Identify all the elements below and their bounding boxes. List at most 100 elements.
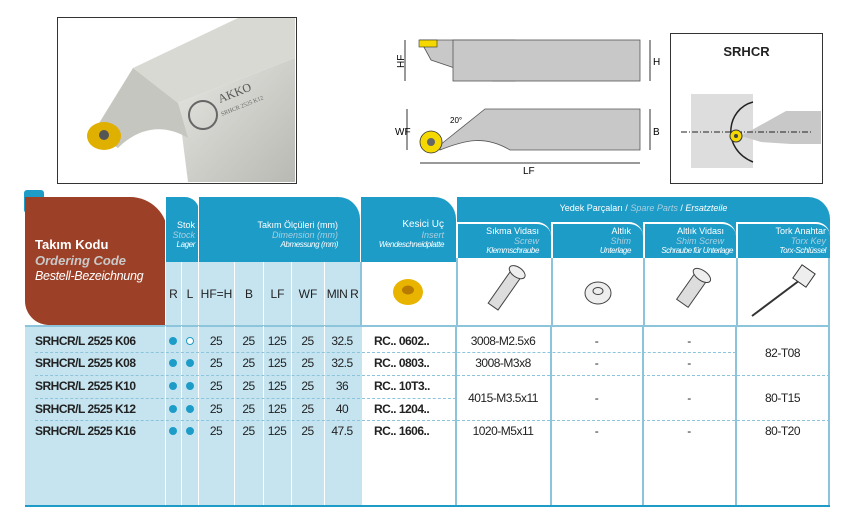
spare-tr: Yedek Parçaları (559, 203, 623, 213)
shim-screw-cell: - (687, 424, 691, 438)
in-stock-icon (169, 427, 177, 435)
shim-en: Shim (610, 236, 631, 246)
screw-de: Klemmschraube (486, 246, 539, 255)
wf-value: 25 (301, 402, 314, 416)
shim-screw-cell: - (687, 390, 691, 405)
col-r: R (165, 262, 181, 325)
ordering-code: SRHCR/L 2525 K10 (35, 379, 136, 393)
ordering-code: SRHCR/L 2525 K16 (35, 424, 136, 438)
b-value: 25 (242, 334, 255, 348)
b-label: B (653, 127, 660, 138)
shim-screw-de: Schraube für Unterlage (661, 246, 733, 255)
insert-image (360, 262, 456, 326)
screw-cell: 4015-M3.5x11 (468, 390, 538, 405)
dimension-tr: Takım Ölçüleri (mm) (257, 220, 339, 230)
insert-value: RC.. 1606.. (374, 424, 430, 438)
insert-value: RC.. 10T3.. (374, 379, 430, 393)
spare-de: Ersatzteile (685, 203, 728, 213)
dimension-header: Takım Ölçüleri (mm) Dimension (mm) Abmes… (198, 197, 360, 262)
left-stock-indicator (181, 375, 198, 397)
col-lf: LF (263, 262, 291, 325)
in-stock-icon (185, 359, 194, 367)
wf-value: 25 (301, 334, 314, 348)
in-stock-icon (185, 427, 194, 435)
ordering-code: SRHCR/L 2525 K06 (35, 334, 136, 348)
key-de: Torx-Schlüssel (779, 246, 826, 255)
spare-sep: / (625, 203, 628, 213)
spare-sep: / (680, 203, 683, 213)
b-value: 25 (242, 424, 255, 438)
variant-diagram: SRHCR (670, 33, 823, 184)
ordering-code: SRHCR/L 2525 K08 (35, 356, 136, 370)
minr-value: 40 (335, 402, 349, 416)
stock-header: Stok Stock Lager (165, 197, 199, 262)
shim-de: Unterlage (599, 246, 631, 255)
lf-value: 125 (267, 334, 287, 348)
hf-value: 25 (209, 424, 223, 438)
right-stock-indicator (165, 375, 181, 397)
right-stock-indicator (165, 420, 181, 442)
shim-screw-cell: - (687, 334, 691, 348)
hf-value: 25 (209, 402, 223, 416)
shim-screw-en: Shim Screw (675, 236, 724, 246)
screw-cell: 1020-M5x11 (472, 424, 534, 438)
dimension-en: Dimension (mm) (271, 230, 338, 240)
wf-label: WF (395, 127, 411, 138)
technical-drawing: HF H WF B 20° LF (395, 35, 660, 180)
screw-tr: Sıkma Vidası (486, 226, 539, 236)
hf-value: 25 (209, 334, 223, 348)
left-stock-indicator (181, 352, 198, 374)
ordering-tr: Takım Kodu (35, 237, 109, 252)
minr-value: 36 (335, 379, 349, 393)
wf-value: 25 (301, 424, 314, 438)
table-bottom-line (25, 505, 830, 507)
hf-value: 25 (209, 379, 223, 393)
in-stock-icon (185, 405, 194, 413)
screw-image (456, 258, 551, 326)
ordering-de: Bestell-Bezeichnung (35, 269, 144, 283)
key-en: Torx Key (790, 236, 826, 246)
col-min-r: MIN R (324, 262, 360, 325)
shim-screw-cell: - (687, 356, 691, 370)
insert-tr: Kesici Uç (402, 219, 444, 230)
not-stocked-icon (185, 337, 194, 345)
product-photo: AKKO SRHCR 2525 K12 (57, 17, 297, 184)
col-l: L (181, 262, 198, 325)
insert-de: Wendeschneidplatte (378, 240, 445, 249)
minr-value: 32.5 (331, 334, 353, 348)
left-stock-indicator (181, 330, 198, 352)
wf-value: 25 (301, 356, 314, 370)
stock-tr: Stok (176, 220, 195, 230)
stock-en: Stock (172, 230, 195, 240)
insert-value: RC.. 0602.. (374, 334, 430, 348)
hf-label: HF (396, 55, 407, 68)
screw-en: Screw (513, 236, 539, 246)
ordering-code-header: Takım Kodu Ordering Code Bestell-Bezeich… (25, 197, 168, 325)
b-value: 25 (242, 402, 255, 416)
in-stock-icon (169, 359, 177, 367)
lf-value: 125 (267, 379, 287, 393)
angle-label: 20° (450, 116, 462, 125)
minr-value: 47.5 (331, 424, 353, 438)
wf-value: 25 (301, 379, 314, 393)
table-body-right (362, 326, 830, 506)
shim-cell: - (594, 424, 599, 438)
shim-tr: Altlık (611, 226, 631, 236)
insert-value: RC.. 1204.. (374, 402, 430, 416)
left-stock-indicator (181, 420, 198, 442)
insert-header: Kesici Uç Insert Wendeschneidplatte (360, 197, 456, 262)
screw-cell: 3008-M2.5x6 (470, 334, 536, 348)
torx-key-image (736, 258, 830, 326)
right-stock-indicator (165, 330, 181, 352)
ordering-en: Ordering Code (35, 253, 127, 268)
right-stock-indicator (165, 398, 181, 420)
key-cell: 82-T08 (764, 345, 801, 360)
lf-value: 125 (267, 424, 287, 438)
insert-value: RC.. 0803.. (374, 356, 430, 370)
b-value: 25 (242, 356, 255, 370)
stock-de: Lager (176, 240, 196, 249)
